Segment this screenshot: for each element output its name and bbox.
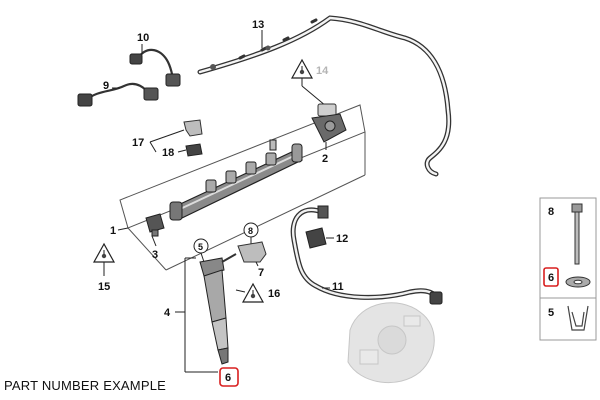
callout-11[interactable]: 11 — [332, 281, 344, 293]
callout-17[interactable]: 17 — [132, 137, 144, 149]
clip-18[interactable] — [185, 143, 203, 157]
callout-15[interactable]: 15 — [98, 281, 110, 293]
callout-13[interactable]: 13 — [252, 19, 264, 31]
legend-highlight-box-6 — [543, 267, 559, 287]
leader-line — [200, 252, 205, 263]
callout-7[interactable]: 7 — [258, 267, 264, 279]
leader-line — [149, 141, 157, 153]
leader-line — [255, 261, 259, 267]
warning-triangle-15 — [92, 242, 116, 263]
connector-12[interactable] — [305, 227, 327, 249]
washer-6[interactable] — [565, 276, 591, 288]
clip-17[interactable] — [183, 119, 203, 137]
warning-triangle-14 — [290, 58, 314, 79]
high-pressure-line-11[interactable] — [290, 205, 443, 305]
wiring-harness-9[interactable] — [77, 82, 159, 107]
callout-3[interactable]: 3 — [152, 249, 158, 261]
callout-6[interactable]: 6 — [225, 372, 231, 384]
legend-callout-5[interactable]: 5 — [548, 307, 554, 319]
clamp-7[interactable] — [237, 241, 267, 263]
leader-line — [301, 85, 327, 107]
high-pressure-pump — [347, 302, 435, 384]
leader-line — [151, 235, 157, 247]
clip-5[interactable] — [567, 305, 589, 331]
callout-5[interactable]: 5 — [198, 242, 203, 252]
leader-line — [177, 149, 187, 153]
callout-4[interactable]: 4 — [164, 307, 171, 319]
callout-18[interactable]: 18 — [162, 147, 174, 159]
highlight-box-6 — [219, 367, 239, 387]
warning-triangle-16 — [241, 282, 265, 303]
callout-12[interactable]: 12 — [336, 233, 348, 245]
pressure-sensor-2[interactable] — [311, 103, 347, 143]
callout-16[interactable]: 16 — [268, 288, 280, 300]
callout-2[interactable]: 2 — [322, 153, 328, 165]
bolt-8[interactable] — [571, 203, 583, 265]
leader-line — [117, 227, 129, 231]
injector-4[interactable] — [199, 253, 237, 365]
leader-line — [235, 289, 246, 293]
sensor-3[interactable] — [145, 213, 165, 237]
callout-9[interactable]: 9 — [103, 80, 109, 92]
fuel-return-line-13[interactable] — [197, 15, 452, 177]
callout-1[interactable]: 1 — [110, 225, 116, 237]
wiring-harness-10[interactable] — [129, 48, 181, 87]
fuel-rail-1[interactable] — [169, 139, 303, 221]
legend-callout-6[interactable]: 6 — [548, 272, 554, 284]
assembly-outline — [127, 227, 167, 271]
assembly-outline — [165, 174, 366, 271]
callout-14[interactable]: 14 — [316, 65, 329, 77]
callout-8[interactable]: 8 — [248, 226, 253, 236]
callout-10[interactable]: 10 — [137, 32, 149, 44]
leader-line — [149, 129, 185, 143]
legend-callout-8[interactable]: 8 — [548, 206, 554, 218]
caption: PART NUMBER EXAMPLE — [4, 378, 167, 393]
